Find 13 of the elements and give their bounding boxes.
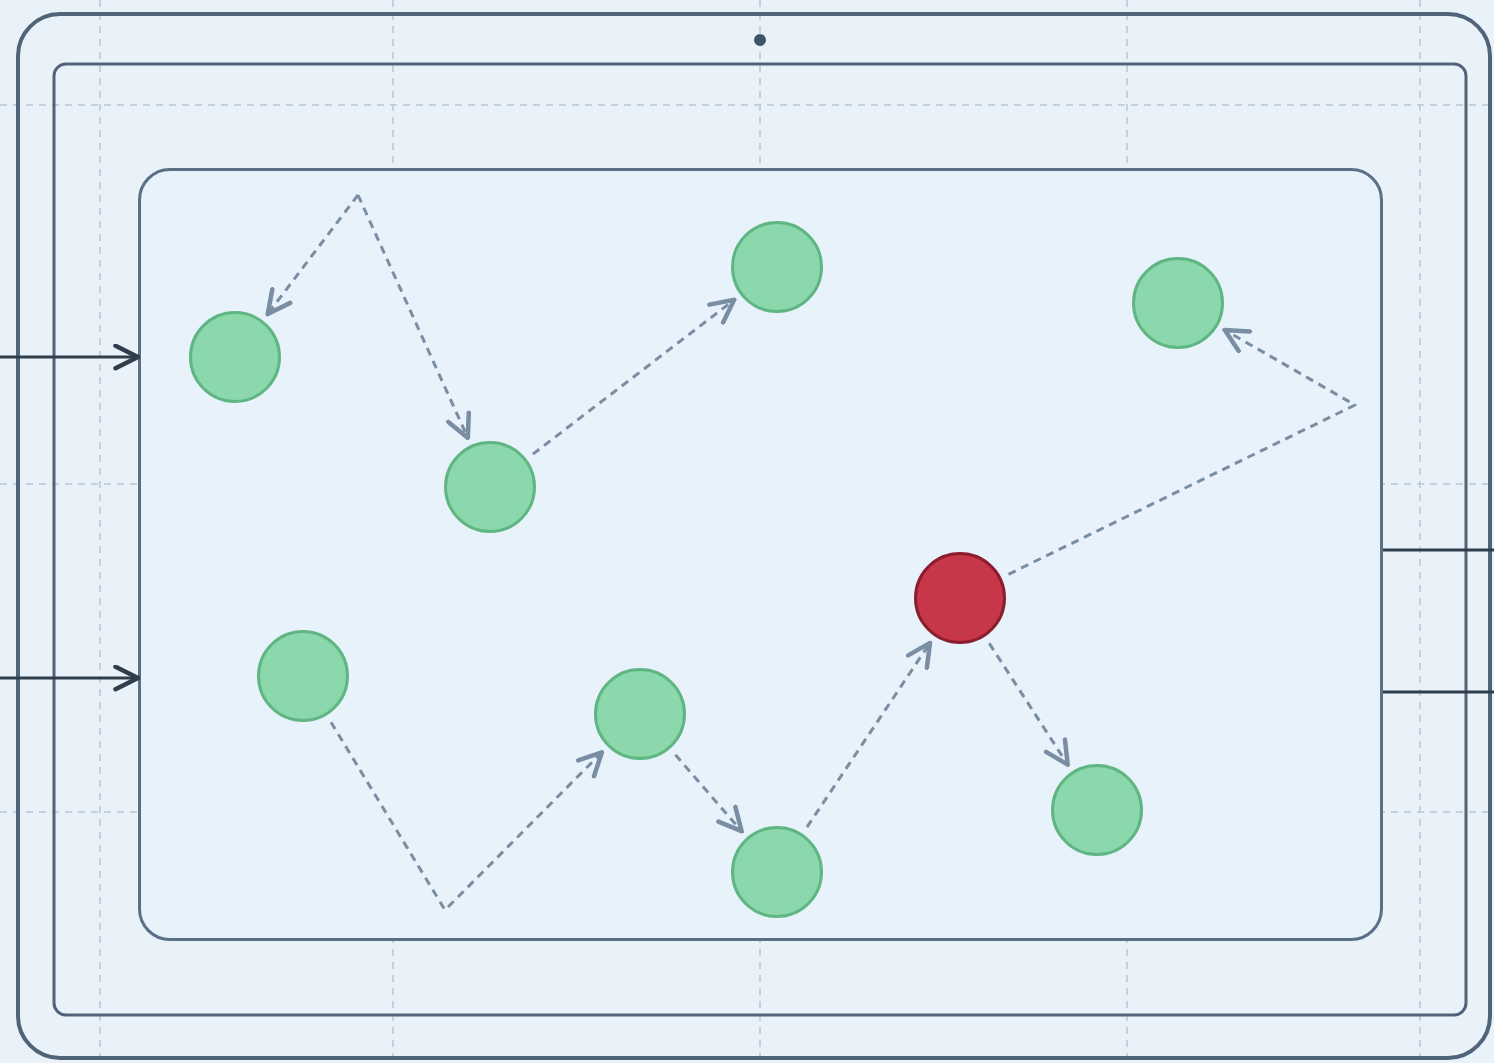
connector-line (1383, 548, 1494, 552)
dashed-arrow (988, 642, 1070, 767)
dashed-arrow (329, 721, 605, 912)
rounded-panel (138, 168, 1383, 941)
arrow (0, 343, 141, 371)
dashed-arrow (674, 753, 744, 834)
connector-line (1383, 690, 1494, 694)
dashed-arrow (265, 194, 360, 317)
arrow (0, 664, 141, 692)
dashed-arrow (356, 194, 472, 441)
dashed-arrow (805, 640, 933, 828)
dashed-arrow (532, 297, 737, 456)
dashed-arrow (1007, 327, 1357, 576)
